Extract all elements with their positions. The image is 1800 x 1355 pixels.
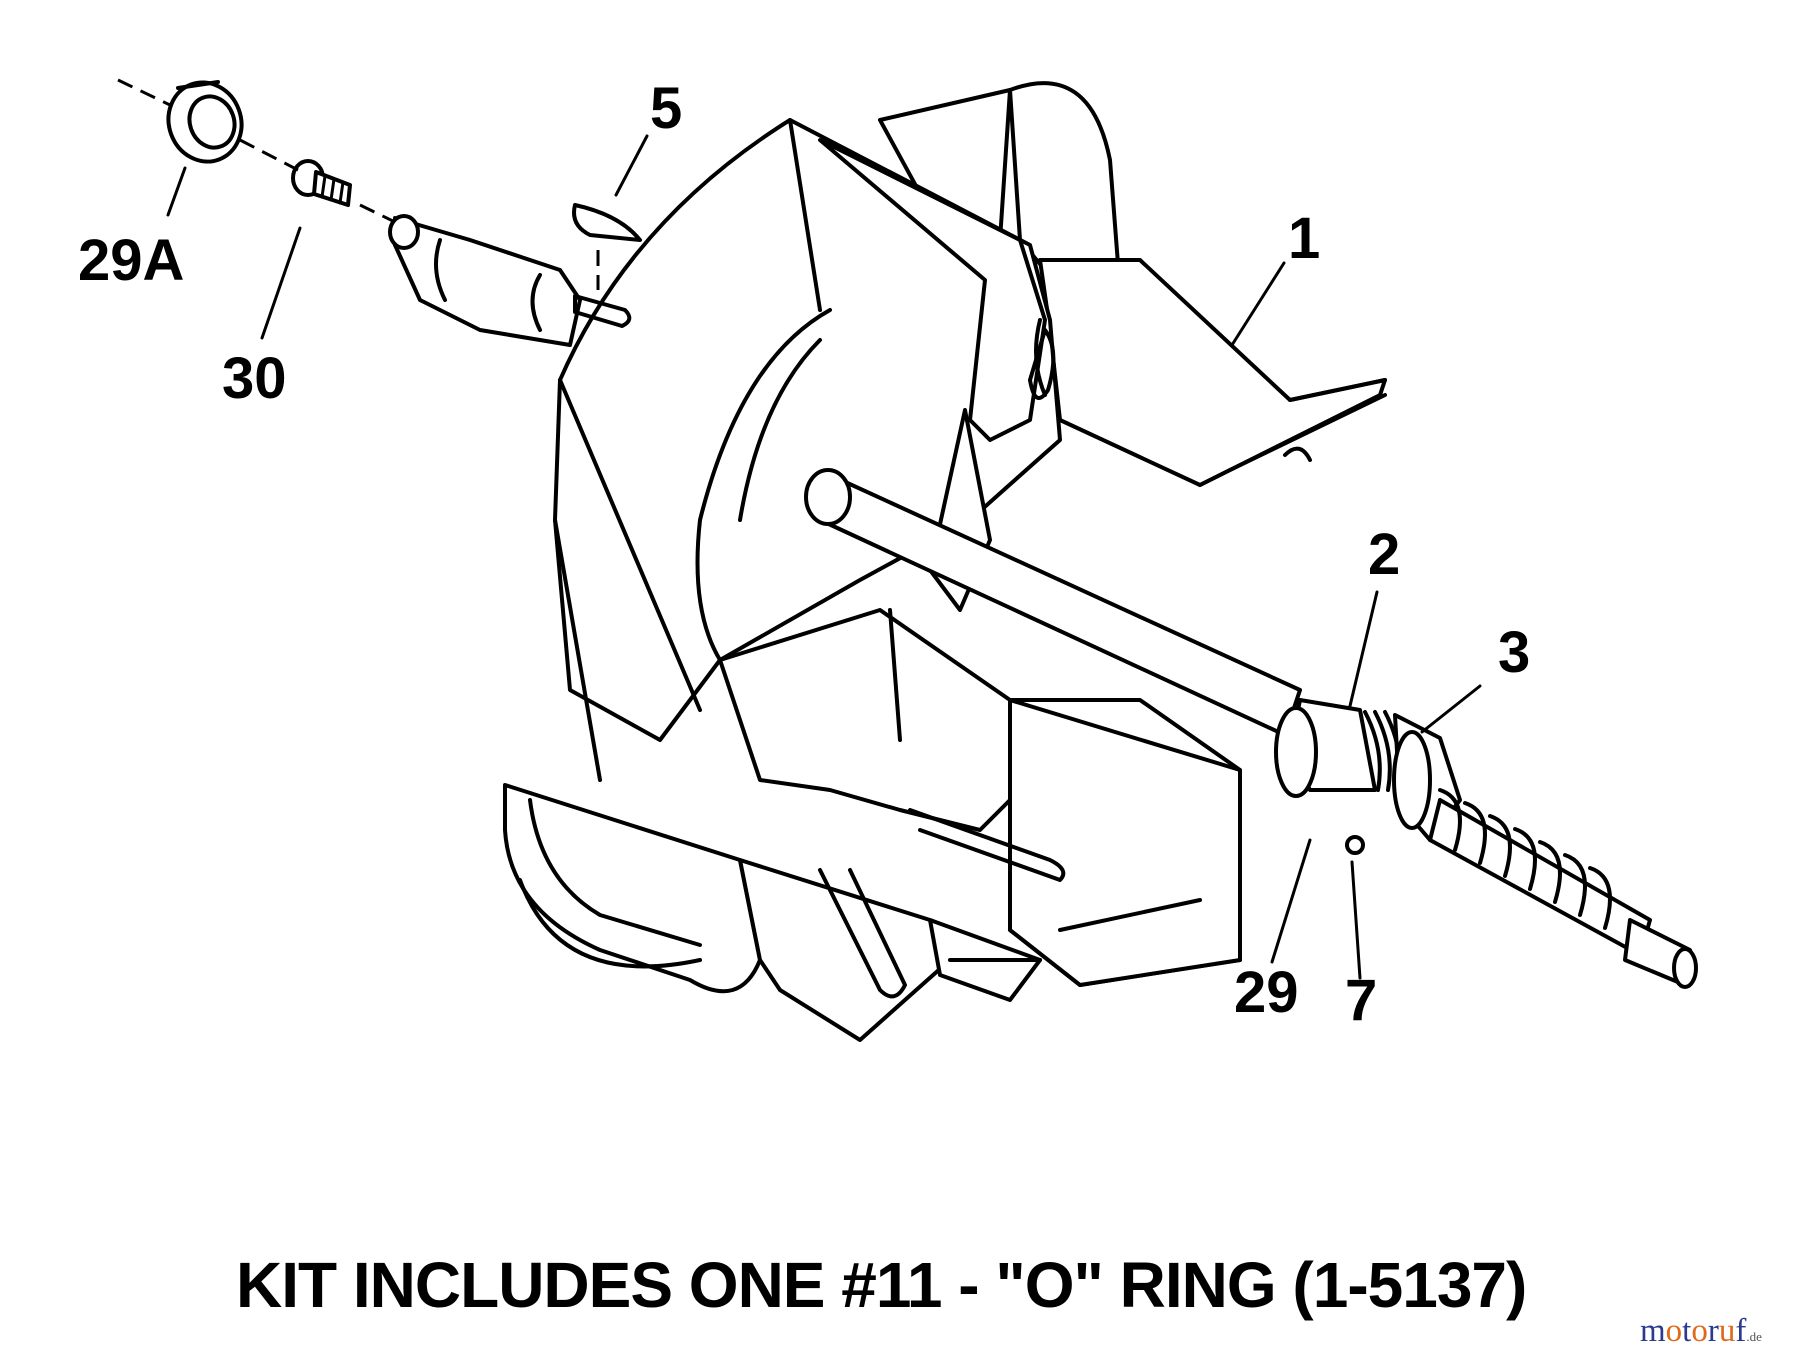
right-paddle [1038, 258, 1387, 487]
key-5 [572, 203, 642, 242]
watermark-suffix: .de [1746, 1329, 1762, 1344]
worm-gear-assembly [1274, 698, 1698, 989]
kit-note: KIT INCLUDES ONE #11 - "O" RING (1-5137) [236, 1249, 1527, 1321]
callout-29: 29 [1234, 960, 1299, 1025]
watermark-logo: motoruf.de [1640, 1313, 1762, 1350]
callout-29a: 29A [78, 228, 184, 293]
bearing-29a [166, 80, 244, 164]
watermark-brand: motoruf [1640, 1313, 1747, 1349]
callout-30: 30 [222, 346, 287, 411]
assembly-lines [117, 78, 600, 290]
callout-7: 7 [1345, 968, 1377, 1033]
callout-2: 2 [1368, 522, 1400, 587]
leader-lines [166, 134, 1482, 980]
callout-3: 3 [1498, 620, 1530, 685]
screw-30 [291, 159, 352, 207]
callout-5: 5 [650, 76, 682, 141]
callout-1: 1 [1288, 206, 1320, 271]
